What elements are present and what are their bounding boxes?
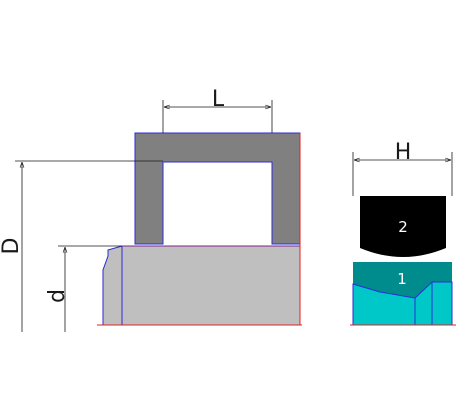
seal-part-1-lip-right	[431, 281, 453, 326]
housing-block	[134, 132, 301, 245]
dimension-d-label: d	[45, 289, 70, 303]
seal-part-2-label: 2	[398, 218, 408, 236]
dimension-D-label: D	[0, 238, 24, 255]
dimension-d: d	[45, 245, 122, 332]
dimension-L: L	[162, 87, 273, 133]
rod-block	[102, 245, 301, 326]
seal-section: 1 2	[350, 196, 456, 326]
dimension-H-label: H	[395, 140, 412, 165]
dimension-L-label: L	[212, 87, 225, 112]
seal-part-1-upper	[353, 262, 452, 298]
seal-part-1-label: 1	[397, 270, 407, 288]
seal-part-2	[360, 196, 446, 257]
dimension-H: H	[352, 140, 453, 196]
groove-section	[97, 132, 302, 326]
dimension-D: D	[0, 160, 163, 332]
